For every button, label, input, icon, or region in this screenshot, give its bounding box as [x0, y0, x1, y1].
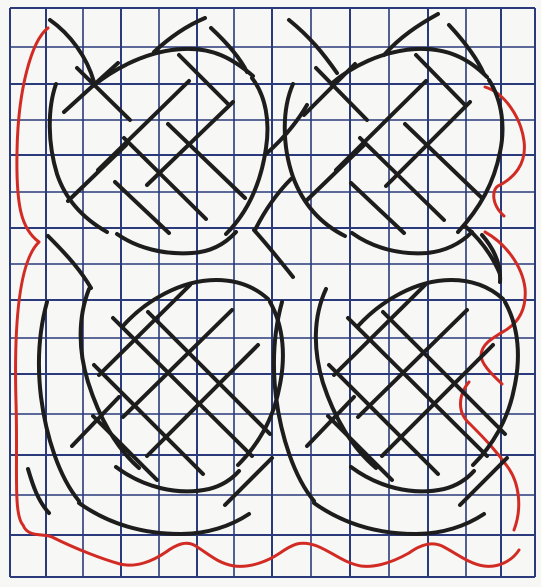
diagram-sheet [0, 0, 541, 587]
knot-diagram [0, 0, 541, 587]
